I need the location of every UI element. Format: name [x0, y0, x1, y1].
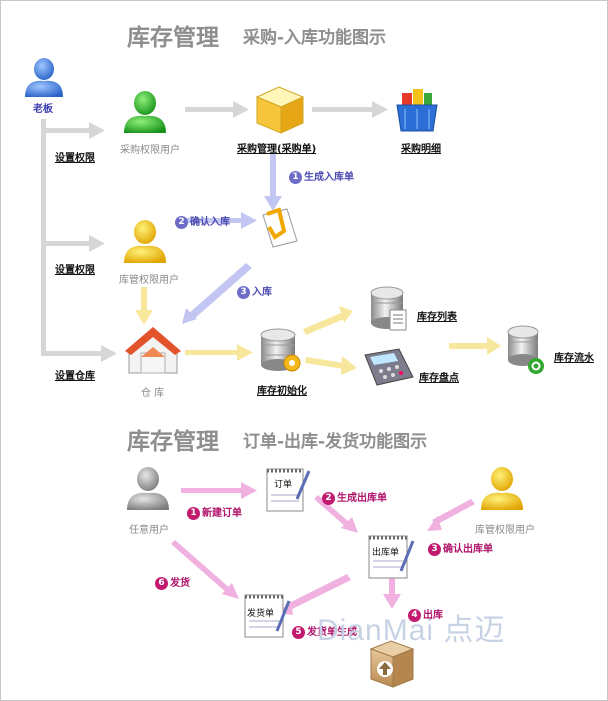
- any-user-label: 任意用户: [129, 525, 169, 536]
- box-icon: [255, 86, 305, 134]
- stock-init-link[interactable]: 库存初始化: [257, 386, 307, 397]
- watermark: DianMai 点迈: [317, 614, 506, 647]
- step-label: 发货: [170, 578, 190, 589]
- step-label: 生成出库单: [337, 493, 387, 504]
- calculator-icon: [364, 348, 414, 386]
- delivery-doc-label: 发货单: [247, 609, 275, 619]
- step-label: 发货单生成: [307, 627, 357, 638]
- gray-connectors: [41, 101, 388, 362]
- step-label: 入库: [252, 287, 272, 298]
- set-warehouse-link[interactable]: 设置仓库: [55, 371, 95, 382]
- yellow-arrows: [135, 287, 501, 375]
- boss-label: 老板: [33, 104, 53, 115]
- package-icon: [369, 640, 415, 688]
- database-refresh-icon: [507, 325, 544, 374]
- set-permission-link[interactable]: 设置权限: [55, 153, 95, 164]
- stock-user-label-2: 库管权限用户: [475, 525, 535, 536]
- step-number-5: 5: [292, 625, 305, 639]
- step-label: 出库: [423, 610, 443, 621]
- section2-subtitle: 订单-出库-发货功能图示: [243, 432, 428, 452]
- purchase-detail-link[interactable]: 采购明细: [401, 144, 441, 155]
- person-gray-icon: [127, 467, 169, 510]
- step-label: 新建订单: [202, 508, 242, 519]
- purchase-management-link[interactable]: 采购管理(采购单): [237, 144, 317, 155]
- pink-arrows: [171, 482, 475, 615]
- step-number-2: 2: [322, 491, 335, 505]
- step-number-3: 3: [428, 542, 441, 556]
- notepad-icon: [244, 594, 291, 638]
- person-yellow-icon: [124, 220, 166, 263]
- database-gear-icon: [260, 328, 301, 372]
- step-number-4: 4: [408, 608, 421, 622]
- notepad-icon: [368, 535, 415, 579]
- step-number-3: 3: [237, 285, 250, 299]
- basket-icon: [396, 89, 438, 132]
- stock-user-label: 库管权限用户: [119, 275, 179, 286]
- person-green-icon: [124, 91, 166, 133]
- person-blue-icon: [25, 58, 63, 97]
- notepad-icon: [266, 468, 311, 512]
- stock-flow-link[interactable]: 库存流水: [554, 353, 594, 364]
- database-list-icon: [370, 286, 407, 331]
- purchase-user-label: 采购权限用户: [120, 145, 180, 156]
- section1-subtitle: 采购-入库功能图示: [243, 28, 387, 48]
- house-icon: [125, 327, 181, 374]
- warehouse-label: 仓 库: [141, 388, 165, 399]
- step-number-1: 1: [289, 170, 302, 184]
- section1-title: 库存管理: [127, 25, 219, 51]
- section2-title: 库存管理: [127, 429, 219, 455]
- step-number-2: 2: [175, 215, 188, 229]
- step-label: 生成入库单: [304, 172, 354, 183]
- stock-check-link[interactable]: 库存盘点: [419, 373, 459, 384]
- set-permission-link[interactable]: 设置权限: [55, 265, 95, 276]
- step-label: 确认出库单: [443, 544, 493, 555]
- doc-check-icon: [262, 207, 298, 248]
- blue-arrows: [182, 153, 282, 324]
- step-label: 确认入库: [190, 217, 230, 228]
- outbound-doc-label: 出库单: [372, 548, 400, 558]
- step-number-6: 6: [155, 576, 168, 590]
- order-doc-label: 订单: [274, 480, 293, 490]
- person-yellow-icon: [481, 467, 523, 510]
- stock-list-link[interactable]: 库存列表: [417, 312, 457, 323]
- step-number-1: 1: [187, 506, 200, 520]
